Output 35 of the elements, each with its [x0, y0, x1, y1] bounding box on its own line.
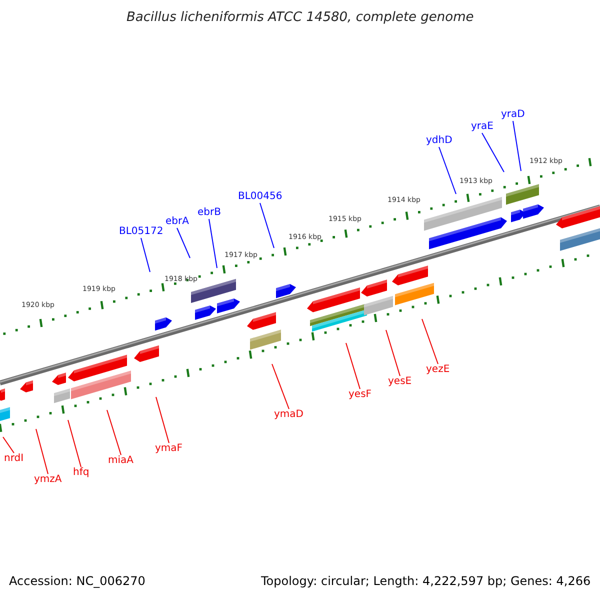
leader-line: [68, 420, 82, 468]
title: Bacillus licheniformis ATCC 14580, complete genome: [126, 11, 474, 24]
gene-label: ydhD: [426, 136, 452, 146]
leader-line: [36, 428, 48, 474]
footer-text: Topology: circular; Length: 4,222,597 bp; Genes: 4,266: [261, 575, 591, 587]
gene-label: hfq: [73, 468, 90, 478]
footer-text: Accession: NC_006270: [9, 575, 146, 587]
gene-label: yesF: [348, 390, 372, 400]
gene-label: BL05172: [119, 227, 164, 237]
leader-line: [2, 436, 14, 454]
leader-line: [422, 318, 438, 364]
leader-line: [512, 120, 522, 172]
leader-line: [260, 202, 274, 248]
leader-line: [386, 330, 400, 376]
gene-label: yesE: [388, 377, 412, 387]
gene-label: nrdI: [4, 454, 24, 464]
gene-label: miaA: [108, 456, 134, 466]
leader-line: [272, 364, 290, 410]
leader-line: [176, 228, 190, 258]
gene-label: yezE: [426, 365, 450, 375]
gene-label: ymaD: [274, 410, 304, 420]
gene-label: BL00456: [238, 192, 282, 202]
leader-line: [156, 396, 170, 444]
leader-line: [140, 238, 150, 272]
gene-label: ebrA: [166, 217, 189, 227]
gene-label: yraE: [471, 122, 494, 132]
gene-label: ymaF: [155, 444, 183, 454]
leader-line: [208, 218, 218, 268]
gene-label: ebrB: [198, 208, 221, 218]
leader-line: [482, 132, 504, 172]
leader-line: [346, 342, 360, 390]
gene-label: yraD: [501, 110, 525, 120]
gene-label: ymzA: [34, 475, 62, 485]
leader-line: [438, 146, 456, 194]
leader-line: [106, 410, 122, 456]
